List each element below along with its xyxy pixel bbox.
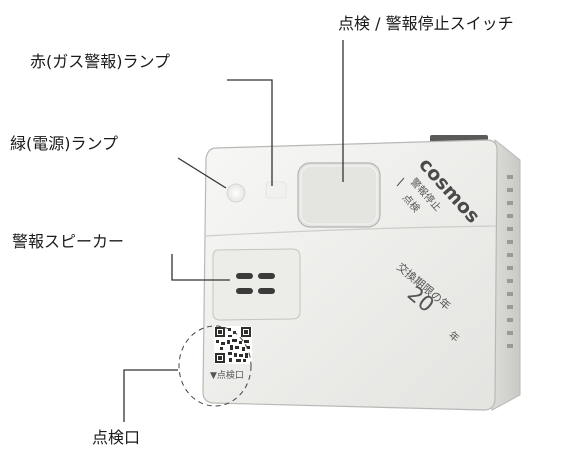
inspection-port-label: 点検口 — [92, 428, 141, 447]
button-caption-bracket — [396, 177, 405, 187]
alarm-speaker-label: 警報スピーカー — [12, 232, 125, 251]
leader-speaker — [171, 254, 230, 281]
leader-lines — [123, 40, 344, 422]
leader-port — [123, 369, 178, 422]
speaker-panel — [212, 248, 301, 321]
panel-seam — [204, 225, 497, 237]
inspection-port-circle — [178, 325, 252, 407]
green-power-lamp — [226, 183, 246, 203]
red-lamp-label: 赤(ガス警報)ランプ — [30, 52, 171, 71]
device-front — [202, 139, 498, 411]
red-alarm-lamp — [265, 181, 287, 199]
switch-button — [297, 162, 381, 228]
leader-red-lamp — [227, 79, 273, 186]
side-terminals — [507, 175, 513, 348]
speaker-slots — [236, 273, 275, 294]
leader-green-lamp — [177, 157, 227, 189]
green-lamp-label: 緑(電源)ランプ — [10, 134, 119, 153]
inspection-stop-switch-label: 点検 / 警報停止スイッチ — [338, 14, 514, 33]
port-caption: ▼点検口 — [210, 369, 244, 381]
